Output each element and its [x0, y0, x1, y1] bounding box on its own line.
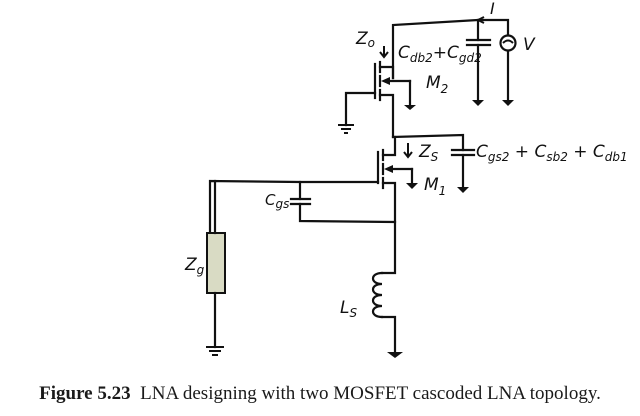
label-current: I: [490, 0, 495, 18]
zo-arrow-icon: [379, 46, 389, 59]
voltage-source: [499, 34, 517, 106]
label-zg: Zg: [184, 255, 205, 277]
figure-caption: Figure 5.23 LNA designing with two MOSFE…: [0, 383, 640, 405]
transistor-m1: [376, 135, 418, 222]
capacitor-cdb2-cgd2: [465, 18, 492, 106]
ground-icon: [502, 100, 514, 106]
ground-icon: [387, 352, 403, 358]
label-zs: ZS: [418, 142, 439, 164]
caption-label: Figure 5.23: [39, 383, 131, 404]
label-m2: M2: [426, 73, 448, 96]
capacitor-cgs2-csb2-cdb1: [391, 133, 476, 193]
label-voltage: V: [523, 35, 536, 55]
label-c-top: Cdb2+Cgd2: [398, 43, 482, 65]
ground-icon: [472, 100, 484, 106]
ground-icon: [457, 187, 469, 193]
gate-network: [208, 179, 397, 237]
label-m1: M1: [424, 175, 446, 198]
caption-text: LNA designing with two MOSFET cascoded L…: [140, 383, 601, 404]
ground-icon: [406, 183, 418, 189]
ground-icon: [206, 346, 224, 356]
label-ls: LS: [340, 298, 357, 320]
label-zo: Zo: [355, 29, 375, 50]
transistor-m2: [338, 60, 416, 139]
ground-icon: [404, 105, 416, 110]
inductor-ls: [371, 220, 403, 358]
ground-icon: [338, 124, 354, 134]
label-c-mid: Cgs2 + Csb2 + Cdb1: [476, 142, 628, 164]
label-cgs: Cgs: [265, 191, 289, 211]
zs-arrow-icon: [403, 143, 413, 159]
impedance-zg: [206, 179, 226, 356]
